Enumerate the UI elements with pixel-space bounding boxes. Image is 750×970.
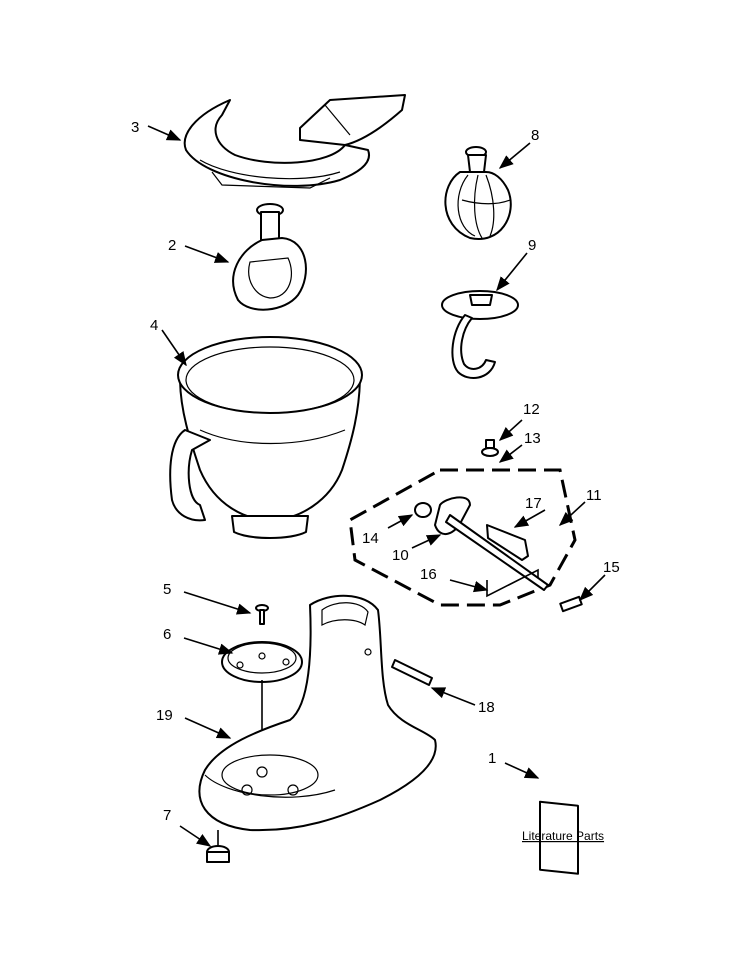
callout-5: 5 (163, 581, 171, 598)
wire-whip-part (444, 146, 512, 241)
callout-16: 16 (420, 566, 437, 583)
hinge-pin-part (391, 659, 433, 686)
pedestal-base-part (198, 594, 437, 832)
callout-7: 7 (163, 807, 171, 824)
callout-17: 17 (525, 495, 542, 512)
leader-arrows (147, 125, 606, 847)
callout-15: 15 (603, 559, 620, 576)
callout-1: 1 (488, 750, 496, 767)
callout-14: 14 (362, 530, 379, 547)
callout-4: 4 (150, 317, 158, 334)
callout-11: 11 (586, 487, 602, 504)
pin-part (559, 595, 583, 613)
pouring-shield-part (183, 94, 406, 189)
mixing-bowl-part (169, 336, 363, 539)
callout-labels: 3 2 4 8 9 12 13 14 10 17 11 16 15 5 6 18… (131, 119, 620, 843)
callout-6: 6 (163, 626, 171, 643)
callout-8: 8 (531, 127, 539, 144)
callout-10: 10 (392, 547, 409, 564)
callout-3: 3 (131, 119, 139, 136)
callout-13: 13 (524, 430, 541, 447)
literature-parts-label: Literature Parts (522, 829, 604, 843)
hinge-assembly-group (348, 439, 577, 607)
callout-19: 19 (156, 707, 173, 724)
callout-12: 12 (523, 401, 540, 418)
callout-18: 18 (478, 699, 495, 716)
dough-hook-part (441, 290, 519, 379)
callout-2: 2 (168, 237, 176, 254)
foot-part (206, 830, 230, 863)
clamp-plate-part (221, 641, 303, 760)
flat-beater-part (232, 203, 307, 311)
callout-9: 9 (528, 237, 536, 254)
screw-part (255, 604, 269, 625)
literature-booklet-part (539, 800, 579, 875)
